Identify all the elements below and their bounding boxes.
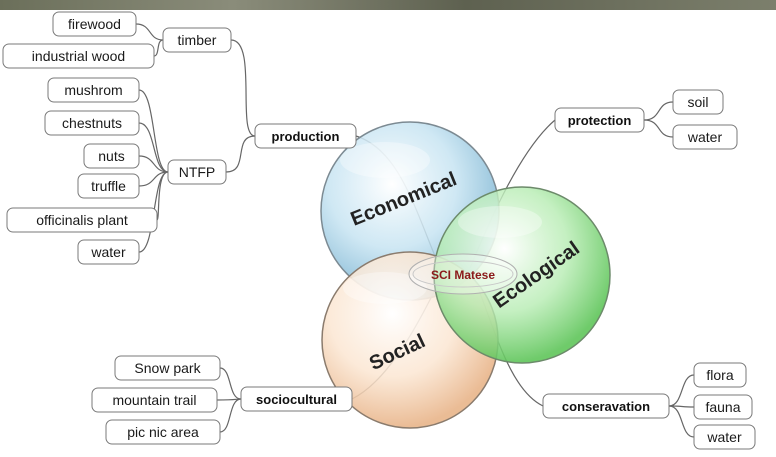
node-label: fauna [705, 399, 740, 415]
node-officinalis-plant[interactable]: officinalis plant [6, 207, 158, 233]
node-chestnuts[interactable]: chestnuts [44, 110, 140, 136]
node-timber[interactable]: timber [162, 27, 232, 53]
node-fauna[interactable]: fauna [693, 394, 753, 420]
node-label: flora [706, 367, 733, 383]
ecological-circle [433, 186, 611, 364]
node-firewood[interactable]: firewood [52, 11, 137, 37]
center-label: SCI Matese [431, 268, 495, 282]
node-label: mountain trail [112, 392, 196, 408]
node-mushrom[interactable]: mushrom [47, 77, 140, 103]
center-node[interactable]: SCI Matese [408, 253, 518, 295]
node-label: industrial wood [32, 48, 125, 64]
node-label: mushrom [64, 82, 122, 98]
node-label: Snow park [134, 360, 201, 376]
node-nuts[interactable]: nuts [83, 143, 140, 169]
node-label: timber [178, 32, 217, 48]
node-mountain-trail[interactable]: mountain trail [91, 387, 218, 413]
node-snow-park[interactable]: Snow park [114, 355, 221, 381]
node-label: sociocultural [256, 392, 337, 407]
node-label: NTFP [179, 164, 216, 180]
node-production[interactable]: production [254, 123, 357, 149]
node-label: officinalis plant [36, 212, 128, 228]
node-truffle[interactable]: truffle [77, 173, 140, 199]
node-protection[interactable]: protection [554, 107, 645, 133]
node-label: soil [687, 94, 708, 110]
node-sociocultural[interactable]: sociocultural [240, 386, 353, 412]
node-picnic-area[interactable]: pic nic area [105, 419, 221, 445]
node-label: water [90, 244, 126, 260]
node-water-protection[interactable]: water [672, 124, 738, 150]
node-label: water [706, 429, 742, 445]
node-flora[interactable]: flora [693, 362, 747, 388]
node-water-ntfp[interactable]: water [77, 239, 140, 265]
node-label: conseravation [562, 399, 650, 414]
node-label: water [687, 129, 723, 145]
top-decorative-band [0, 0, 776, 10]
node-label: pic nic area [127, 424, 199, 440]
node-label: firewood [68, 16, 121, 32]
node-label: protection [568, 113, 632, 128]
venn-circles [320, 121, 611, 429]
node-conservation[interactable]: conseravation [542, 393, 670, 419]
node-ntfp[interactable]: NTFP [167, 159, 227, 185]
node-soil[interactable]: soil [672, 89, 724, 115]
node-label: production [272, 129, 340, 144]
node-water-conservation[interactable]: water [693, 424, 756, 450]
node-label: chestnuts [62, 115, 122, 131]
node-label: truffle [91, 178, 126, 194]
node-label: nuts [98, 148, 124, 164]
node-industrial-wood[interactable]: industrial wood [2, 43, 155, 69]
